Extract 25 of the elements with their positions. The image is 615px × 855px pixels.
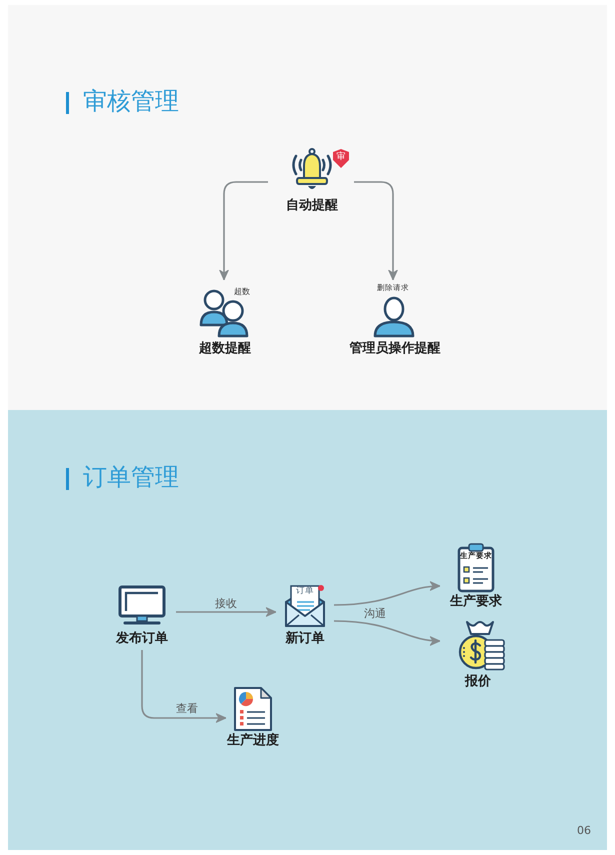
icon-label: 生产要求	[450, 594, 502, 610]
icon-label: 新订单	[286, 631, 324, 647]
section-heading: 审核管理	[83, 87, 179, 115]
section-band	[8, 5, 607, 410]
arrow	[219, 181, 268, 280]
page-number: 06	[577, 824, 591, 837]
arrow	[334, 582, 440, 606]
icon-label: 自动提醒	[286, 198, 338, 214]
arrow	[334, 620, 440, 646]
icon-label: 管理员操作提醒	[350, 341, 440, 357]
letter-text: 订单	[296, 587, 314, 597]
note-text: 超数	[234, 287, 250, 296]
arrow	[354, 181, 398, 280]
section-heading: 订单管理	[83, 463, 179, 491]
edge-label: 查看	[174, 702, 200, 715]
edge-label: 接收	[213, 597, 239, 610]
icon-label: 发布订单	[116, 631, 168, 647]
shield-badge: 审	[333, 149, 349, 168]
edge-label: 沟通	[362, 607, 388, 620]
icon-label: 生产进度	[227, 733, 279, 749]
icon-label: 超数提醒	[199, 341, 251, 357]
section-band	[8, 410, 607, 850]
arrow	[176, 607, 276, 617]
icon-label: 报价	[465, 674, 491, 690]
arrow	[141, 650, 226, 723]
